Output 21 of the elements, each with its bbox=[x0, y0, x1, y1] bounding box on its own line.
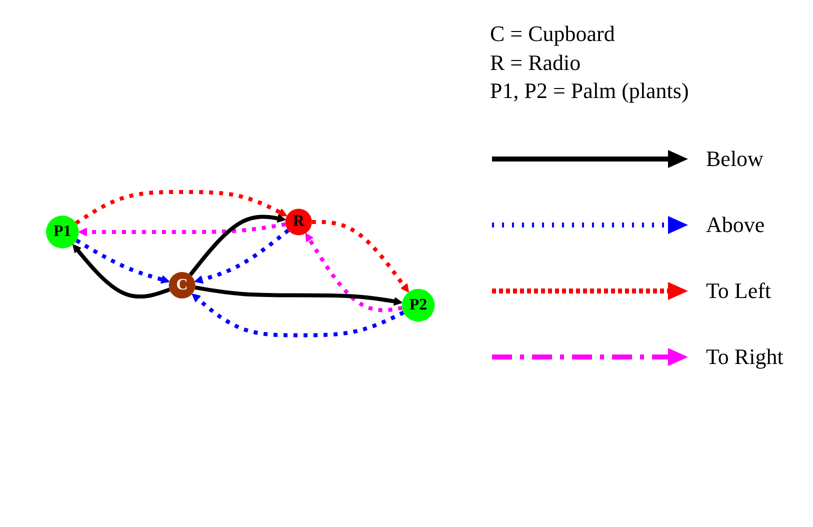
arrow bbox=[75, 238, 170, 284]
legend-text: To Right bbox=[706, 344, 784, 370]
node-circle: C bbox=[168, 272, 195, 298]
legend-text: Below bbox=[706, 146, 764, 172]
key-text: C = Cupboard bbox=[490, 20, 616, 48]
arrow bbox=[72, 244, 170, 298]
legend-text: To Left bbox=[706, 278, 772, 304]
arrow bbox=[74, 190, 287, 225]
arrow bbox=[194, 285, 402, 306]
node-circle: R bbox=[285, 208, 312, 236]
legend-text: Above bbox=[706, 212, 765, 238]
key-text: R = Radio bbox=[490, 48, 582, 77]
arrow bbox=[188, 214, 286, 276]
node-circle: P1 bbox=[46, 215, 78, 248]
arrow bbox=[78, 222, 286, 236]
arrow bbox=[304, 232, 402, 312]
node-circle: P2 bbox=[402, 288, 434, 322]
key-text: P1, P2 = Palm (plants) bbox=[490, 77, 690, 106]
arrow bbox=[191, 293, 404, 338]
arrow bbox=[312, 220, 409, 292]
arrow bbox=[194, 228, 290, 284]
